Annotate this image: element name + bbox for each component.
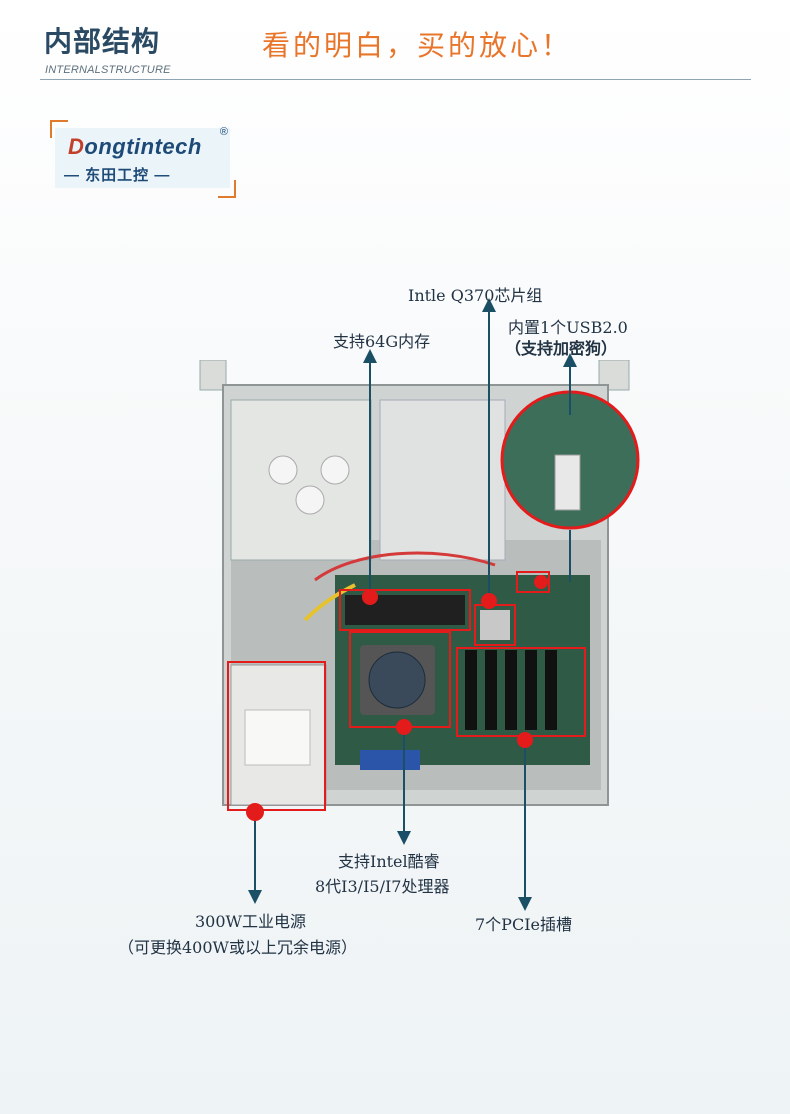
cpu-dot [396,719,412,735]
pcie-slot [465,650,477,730]
cpu-label-line2: 8代I3/I5/I7处理器 [315,877,450,896]
logo-brand-en: Dongtintech [68,134,202,160]
cpu-label-line1: 支持Intel酷睿 [338,852,440,871]
pcie-label: 7个PCIe插槽 [475,915,572,934]
power-cable [303,583,356,622]
section-subtitle: INTERNALSTRUCTURE [45,64,171,76]
psu-highlight [227,661,326,811]
rack-ear-left [199,360,227,391]
logo-corner-top-left [50,120,68,138]
logo-brand-initial: D [68,134,85,159]
logo-background [55,128,230,188]
logo-brand-cn: — 东田工控 — [64,167,171,184]
drive-cage-hole [268,455,298,485]
logo-corner-bottom-right [218,180,236,198]
psu-dot [246,803,264,821]
memory-label: 支持64G内存 [333,332,431,351]
usb-label-line2: （支持加密狗） [505,341,618,358]
chipset-heatsink [480,610,510,640]
section-title: 内部结构 [44,26,161,57]
memory-highlight [339,589,471,631]
logo-brand-rest: ongtintech [84,134,202,159]
usb-highlight [516,571,550,593]
pcie-slot [525,650,537,730]
drive-cage-hole [295,485,325,515]
usb-dot [534,575,548,589]
pcie-dot [517,732,533,748]
pcie-slot [505,650,517,730]
pcie-slot [545,650,557,730]
psu-label-line1: 300W工业电源 [195,912,306,931]
sata-cable [314,551,496,582]
psu-label-line2: （可更换400W或以上冗余电源） [118,938,357,957]
registered-mark: ® [219,126,228,138]
slogan-text: 看的明白，买的放心！ [262,30,573,61]
psu-label [244,709,311,766]
page-header: 内部结构 INTERNALSTRUCTURE 看的明白，买的放心！ [0,0,790,90]
brand-logo: Dongtintech ® — 东田工控 — [50,120,236,198]
header-divider [40,79,751,80]
memory-dot [362,589,378,605]
chipset-label: Intle Q370芯片组 [408,286,543,305]
pcie-slot [485,650,497,730]
drive-cage-hole [320,455,350,485]
usb-label-line1: 内置1个USB2.0 [508,318,628,337]
cpu-fan [368,651,426,709]
chipset-dot [481,593,497,609]
internal-usb-port [554,454,581,511]
expansion-area [379,399,506,561]
